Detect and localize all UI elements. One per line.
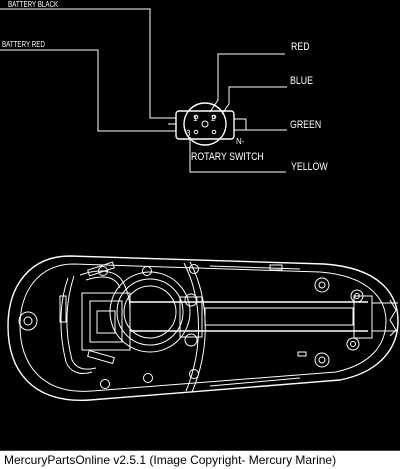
terminal-3: [193, 129, 199, 135]
battery-black-wire: [0, 8, 176, 119]
rotary-switch-tab: [233, 118, 247, 131]
wire-bundle-2: [66, 275, 97, 370]
right-boss-bottom-2: [346, 337, 360, 351]
left-boss-inner: [23, 316, 33, 326]
copyright-footer: MercuryPartsOnline v2.5.1 (Image Copyrig…: [0, 450, 400, 469]
right-boss-bottom-1-inner: [318, 356, 326, 364]
pin-n-label: N-: [236, 137, 245, 146]
shaft-clamp: [179, 296, 203, 338]
red-label: RED: [291, 41, 310, 53]
shaft-inner: [204, 307, 354, 326]
right-boss-top-2-inner: [354, 293, 360, 299]
pin-1-label: 1: [193, 114, 198, 123]
switch-block-core: [96, 310, 116, 334]
switch-block-outer: [81, 292, 131, 351]
pin-3-label: 3: [186, 129, 191, 138]
screw-boss-bottom-mid: [143, 373, 153, 383]
rotary-switch-body: [183, 102, 227, 146]
bottom-marking: [297, 351, 307, 357]
yellow-label: YELLOW: [291, 161, 328, 173]
right-boss-top-2: [350, 289, 364, 303]
battery-black-label: BATTERY BLACK: [8, 0, 58, 9]
red-wire: [209, 53, 285, 113]
rib-bottom: [209, 377, 301, 387]
terminal-1: [193, 114, 199, 120]
wire-bundle-4: [85, 276, 121, 289]
head-inner-outline: [19, 263, 387, 392]
right-boss-top-1-inner: [318, 281, 326, 289]
wire-connector-1: [87, 261, 115, 277]
right-boss-bottom-1: [314, 352, 330, 368]
rotary-switch-schematic: 1 2 3 N- BATTERY BLACK BATTERY RED RED B…: [0, 0, 328, 173]
right-boss-top-1: [314, 277, 330, 293]
copyright-caption: MercuryPartsOnline v2.5.1 (Image Copyrig…: [4, 453, 337, 467]
wire-bundle-3: [79, 270, 131, 311]
battery-red-label: BATTERY RED: [2, 40, 45, 49]
screw-boss-bottom-left: [100, 379, 110, 389]
switch-block-inner: [89, 300, 123, 343]
rotary-switch-hub: [201, 120, 209, 128]
blue-label: BLUE: [290, 75, 313, 87]
rotary-switch-label: ROTARY SWITCH: [191, 151, 264, 163]
wiring-diagram: 1 2 3 N- BATTERY BLACK BATTERY RED RED B…: [0, 0, 399, 401]
wire-connector-3: [59, 295, 67, 323]
wire-connector-2: [87, 349, 115, 365]
battery-red-wire: [0, 49, 176, 132]
shaft-pivot-bottom: [184, 333, 198, 347]
shaft-pivot-top: [184, 293, 198, 307]
terminal-2: [211, 114, 217, 120]
fan-outer: [109, 271, 191, 353]
motor-head-drawing: [7, 255, 399, 401]
fan-inner: [123, 285, 177, 339]
partition-wall-inner: [183, 262, 199, 392]
wire-bundle-1: [60, 277, 93, 375]
yellow-wire: [189, 137, 286, 173]
left-boss-outer: [18, 311, 38, 331]
screw-boss-top-mid: [142, 266, 152, 276]
screw-boss-top-right: [189, 264, 199, 274]
blue-wire: [221, 86, 287, 115]
screw-boss-bottom-right: [189, 369, 199, 379]
green-label: GREEN: [290, 119, 321, 131]
rib-top: [209, 265, 301, 270]
head-outline: [7, 255, 399, 401]
fan-mid: [116, 278, 184, 346]
terminal-n: [211, 129, 217, 135]
top-marking: [269, 264, 283, 271]
pin-2-label: 2: [211, 114, 216, 123]
shaft-break-mark: [389, 299, 397, 337]
right-boss-bottom-2-inner: [350, 341, 356, 347]
